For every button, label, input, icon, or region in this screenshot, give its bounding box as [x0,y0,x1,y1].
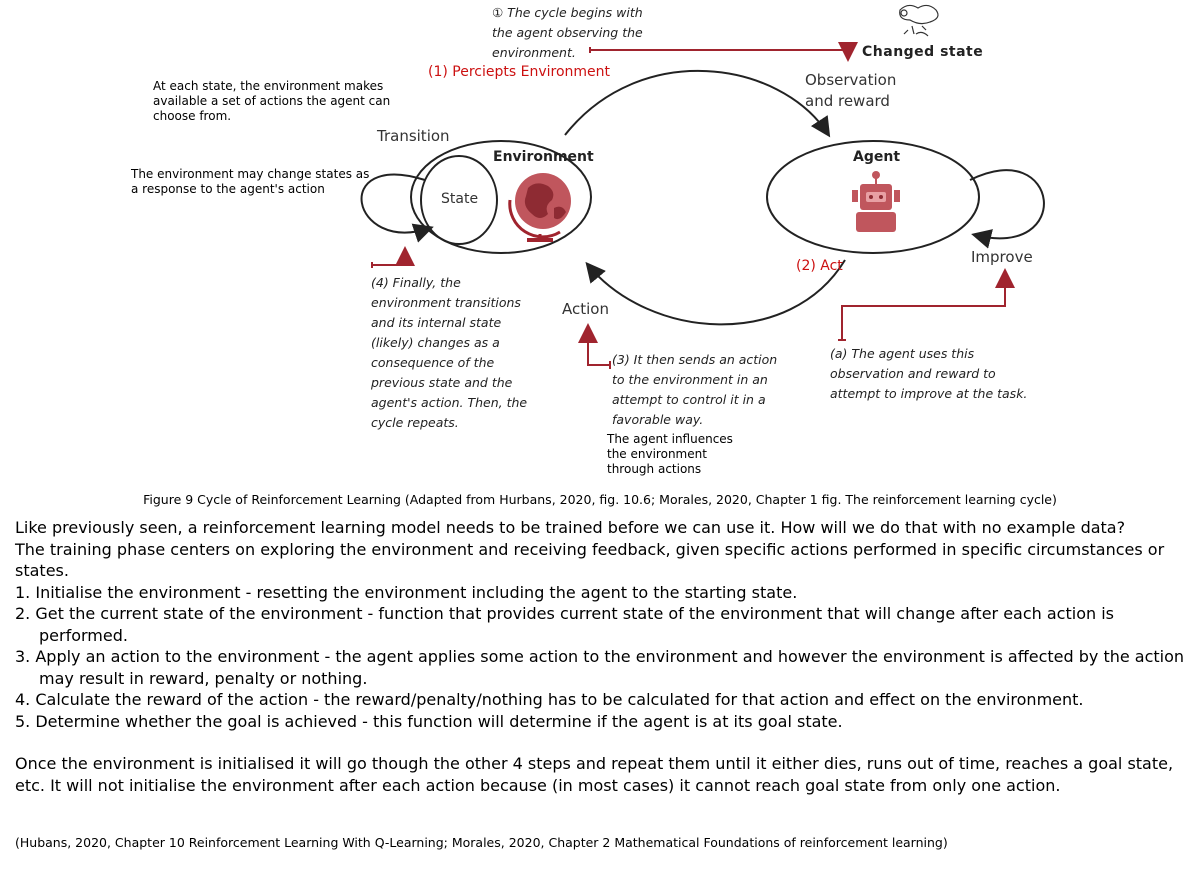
note-cycle-begins: ① The cycle begins with the agent observ… [492,5,643,60]
note-improve: (a) The agent uses this observation and … [830,346,1028,401]
observation-arrow [564,69,831,138]
environment-title: Environment [493,149,594,165]
improve-loop [969,169,1045,249]
intro-paragraph: Like previously seen, a reinforcement le… [15,518,1126,537]
rl-cycle-diagram: ① The cycle begins with the agent observ… [131,4,1045,476]
state-change-note: The environment may change states as a r… [131,167,370,196]
environment-ellipse [410,140,592,254]
changed-state-label: Changed state [862,44,984,60]
conclusion-paragraph: Once the environment is initialised it w… [15,754,1174,795]
connector-finally [371,250,405,268]
changed-state-icon [899,4,939,37]
step-item: 2. Get the current state of the environm… [15,604,1114,645]
observation-reward-label: Observation and reward [805,71,897,110]
agent-ellipse [766,140,980,254]
agent-title: Agent [853,149,901,165]
step-item: 3. Apply an action to the environment - … [15,647,1185,688]
state-label: State [441,191,479,207]
reference-line: (Hubans, 2020, Chapter 10 Reinforcement … [15,835,948,850]
environment-actions-note: At each state, the environment makes ava… [153,79,391,123]
agent-influences-note: The agent influences the environment thr… [607,432,733,476]
connector-improve [841,268,1015,340]
step-item: 1. Initialise the environment - resettin… [15,582,798,602]
note-sends-action: (3) It then sends an action to the envir… [612,352,778,427]
note-finally: (4) Finally, the environment transitions… [371,275,528,430]
robot-icon [852,171,900,232]
step-item: 4. Calculate the reward of the action - … [15,690,1084,709]
connector-sends [588,327,611,369]
figure-caption: Figure 9 Cycle of Reinforcement Learning… [143,492,1057,507]
transition-label: Transition [377,127,450,145]
body-text: Like previously seen, a reinforcement le… [15,517,1200,796]
step-item: 5. Determine whether the goal is achieve… [15,711,843,731]
diagram-canvas [360,4,1045,369]
action-label: Action [562,300,609,318]
transition-loop [360,173,434,243]
state-circle [420,155,498,245]
training-paragraph: The training phase centers on exploring … [15,539,1165,581]
perciepts-environment-label: (1) Perciepts Environment [428,64,610,80]
globe-icon [508,173,571,242]
improve-label: Improve [971,248,1033,266]
act-label: (2) Act [796,258,843,274]
connector-top [589,47,848,58]
action-arrow [585,259,846,326]
